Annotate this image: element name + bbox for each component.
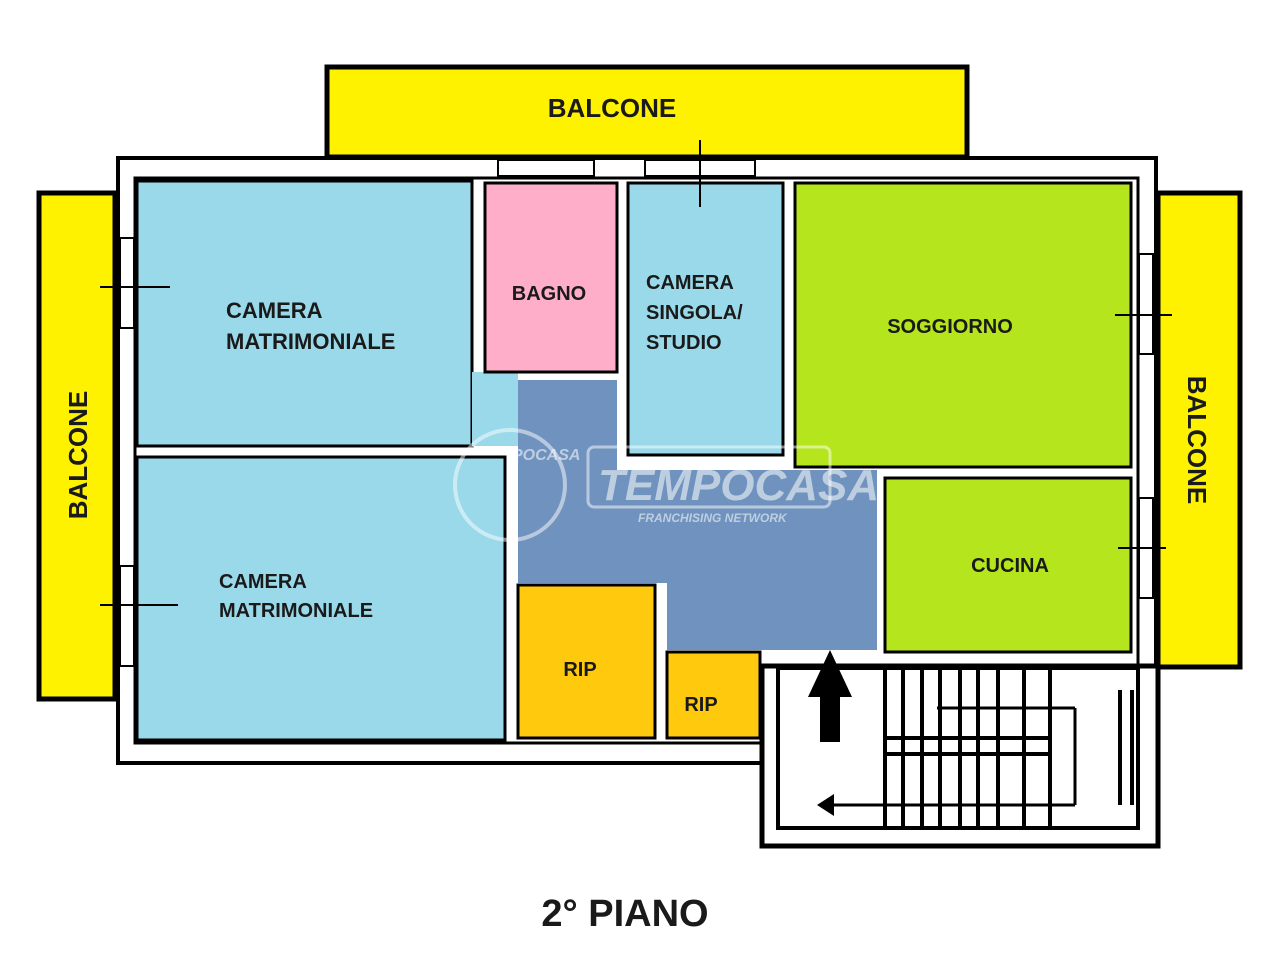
room-camera-matrimoniale-2 bbox=[135, 455, 507, 742]
label-singola-l1: CAMERA bbox=[646, 272, 734, 294]
label-balcone-left: BALCONE bbox=[63, 391, 93, 520]
room-camera-matrimoniale-1-ext bbox=[472, 372, 518, 446]
watermark: POCASA TEMPOCASA FRANCHISING NETWORK bbox=[453, 428, 879, 542]
svg-text:TEMPOCASA: TEMPOCASA bbox=[598, 461, 879, 510]
label-balcone-right: BALCONE bbox=[1182, 376, 1212, 505]
label-soggiorno: SOGGIORNO bbox=[887, 316, 1013, 338]
label-rip-2: RIP bbox=[684, 694, 717, 716]
room-soggiorno bbox=[793, 181, 1133, 469]
label-camera1-l2: MATRIMONIALE bbox=[226, 329, 395, 354]
balcony-left bbox=[36, 190, 118, 702]
windows bbox=[100, 140, 1172, 667]
room-cucina bbox=[883, 476, 1133, 654]
label-rip-1: RIP bbox=[563, 659, 596, 681]
room-rip-1 bbox=[516, 583, 657, 740]
svg-text:POCASA: POCASA bbox=[512, 447, 580, 464]
label-camera1-l1: CAMERA bbox=[226, 298, 323, 323]
room-camera-singola bbox=[626, 181, 785, 457]
arrow-left-icon bbox=[817, 794, 834, 816]
floor-title: 2° PIANO bbox=[541, 893, 708, 935]
balcony-right bbox=[1155, 190, 1243, 670]
label-bagno: BAGNO bbox=[512, 283, 586, 305]
label-cucina: CUCINA bbox=[971, 555, 1049, 577]
label-camera2-l1: CAMERA bbox=[219, 571, 307, 593]
stair-treads bbox=[830, 668, 1134, 828]
room-camera-matrimoniale-1 bbox=[135, 179, 474, 448]
label-singola-l3: STUDIO bbox=[646, 332, 722, 354]
balcony-top bbox=[324, 64, 970, 160]
label-singola-l2: SINGOLA/ bbox=[646, 302, 743, 324]
room-bagno bbox=[483, 181, 619, 374]
arrow-up-icon bbox=[808, 650, 852, 742]
svg-text:FRANCHISING NETWORK: FRANCHISING NETWORK bbox=[638, 511, 788, 525]
label-camera2-l2: MATRIMONIALE bbox=[219, 600, 373, 622]
label-balcone-top: BALCONE bbox=[548, 93, 677, 123]
